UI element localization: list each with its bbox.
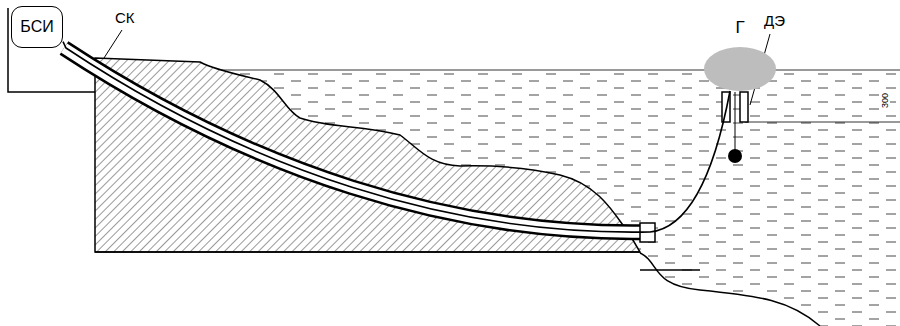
dimension: 300: [880, 93, 890, 108]
process-box: БСИ: [11, 6, 63, 48]
electrode: [740, 92, 748, 122]
seabed-bottom: [640, 269, 700, 271]
weight-line: [735, 92, 736, 150]
node-label: БСИ: [20, 18, 53, 36]
bottom-line: [95, 251, 640, 253]
depth-line: [745, 122, 900, 123]
buoy-body: [704, 47, 776, 91]
weight: [728, 149, 742, 163]
pipe-outer: [64, 48, 650, 232]
water-surface: [200, 70, 900, 71]
stand-line: [8, 8, 95, 92]
part-name: СК: [115, 9, 135, 26]
seabed-line: [640, 253, 820, 326]
pipe-inner: [64, 48, 650, 232]
part-name: ДЭ: [764, 12, 785, 29]
cable: [63, 42, 730, 232]
leader-line: [104, 30, 122, 58]
ground-below: [0, 253, 820, 326]
